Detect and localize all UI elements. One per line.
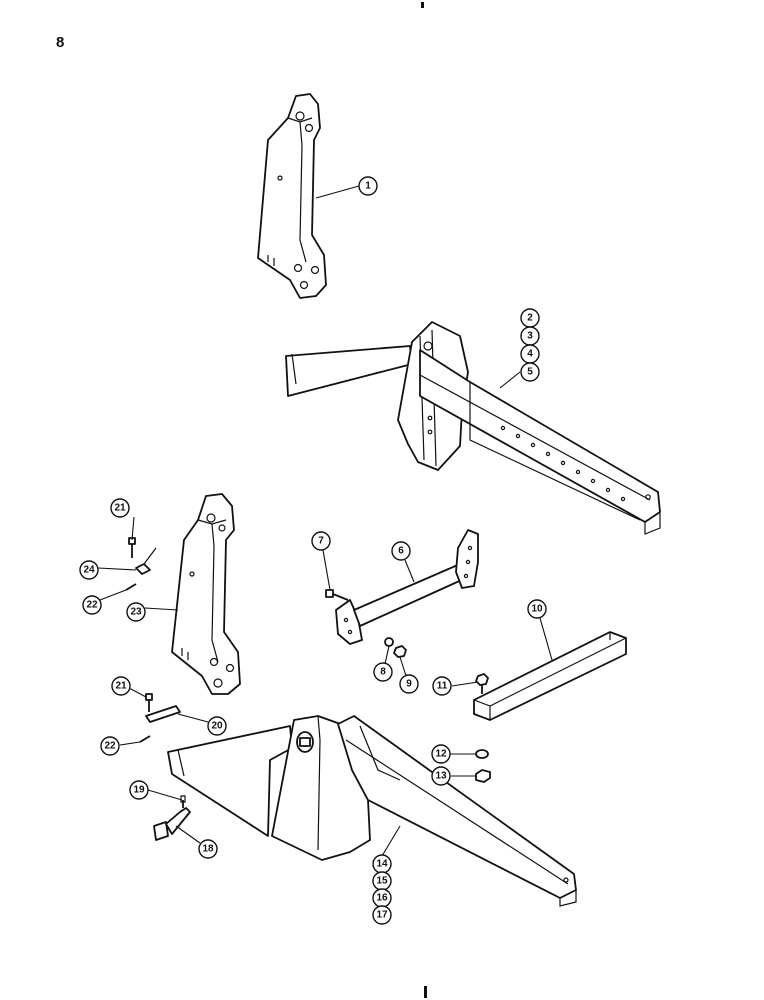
svg-text:1: 1 (365, 181, 371, 192)
callout-10: 10 (527, 599, 547, 619)
callout-15: 15 (372, 871, 392, 891)
callout-8: 8 (373, 662, 393, 682)
svg-text:11: 11 (437, 681, 448, 692)
svg-text:6: 6 (398, 546, 404, 557)
callout-21-lower: 21 (111, 676, 131, 696)
lock-washer-8 (384, 637, 394, 647)
callout-4: 4 (520, 344, 540, 364)
svg-text:19: 19 (133, 785, 145, 796)
svg-text:5: 5 (527, 367, 533, 378)
clip-24 (135, 547, 157, 575)
callout-11: 11 (432, 676, 452, 696)
svg-text:3: 3 (527, 331, 533, 342)
pin-part-20 (145, 705, 181, 723)
callout-1: 1 (358, 176, 378, 196)
svg-text:21: 21 (115, 681, 127, 692)
registration-mark-top (421, 2, 424, 8)
svg-text:14: 14 (376, 859, 388, 870)
nut-13 (475, 769, 491, 783)
svg-text:20: 20 (211, 721, 223, 732)
svg-text:23: 23 (130, 607, 142, 618)
svg-text:24: 24 (83, 565, 95, 576)
svg-text:17: 17 (376, 910, 388, 921)
svg-text:22: 22 (86, 600, 98, 611)
svg-text:16: 16 (376, 893, 388, 904)
pin-22-upper (125, 583, 137, 591)
mast-part-23 (171, 493, 241, 695)
svg-text:10: 10 (531, 604, 543, 615)
pin-part-19 (180, 795, 186, 808)
callout-23: 23 (126, 602, 146, 622)
callout-22-upper: 22 (82, 595, 102, 615)
registration-mark-bottom (424, 986, 427, 998)
svg-text:4: 4 (527, 349, 533, 360)
svg-text:2: 2 (527, 313, 533, 324)
callout-24: 24 (79, 560, 99, 580)
svg-text:12: 12 (435, 749, 447, 760)
callout-5: 5 (520, 362, 540, 382)
callout-20: 20 (207, 716, 227, 736)
callout-13: 13 (431, 766, 451, 786)
callout-7: 7 (311, 531, 331, 551)
svg-text:7: 7 (318, 536, 324, 547)
page-number: 8 (56, 34, 65, 51)
svg-text:13: 13 (435, 771, 447, 782)
toolbar-assembly-2-5 (285, 321, 661, 535)
callout-22-lower: 22 (100, 736, 120, 756)
brace-part-6 (335, 529, 479, 645)
pin-22-lower (139, 735, 151, 743)
svg-text:8: 8 (380, 667, 386, 678)
svg-text:22: 22 (104, 741, 116, 752)
bolt-7 (325, 589, 349, 601)
callout-14: 14 (372, 854, 392, 874)
bolt-21-lower (145, 693, 153, 712)
svg-text:21: 21 (114, 503, 126, 514)
callout-19: 19 (129, 780, 149, 800)
bolt-21-upper (128, 537, 136, 558)
nut-9 (393, 645, 407, 658)
callout-9: 9 (399, 674, 419, 694)
callout-18: 18 (198, 839, 218, 859)
callout-21-upper: 21 (110, 498, 130, 518)
callout-16: 16 (372, 888, 392, 908)
callout-17: 17 (372, 905, 392, 925)
callout-2: 2 (520, 308, 540, 328)
handle-part-18 (153, 807, 191, 841)
svg-text:9: 9 (406, 679, 412, 690)
svg-text:18: 18 (202, 844, 214, 855)
washer-12 (475, 749, 489, 759)
bolt-11 (475, 673, 489, 694)
svg-text:15: 15 (376, 876, 388, 887)
callout-6: 6 (391, 541, 411, 561)
callout-12: 12 (431, 744, 451, 764)
channel-part-10 (473, 631, 627, 721)
leader-lines (97, 185, 553, 857)
toolbar-assembly-14-17 (167, 715, 577, 907)
callout-3: 3 (520, 326, 540, 346)
mast-part-1 (257, 93, 327, 299)
